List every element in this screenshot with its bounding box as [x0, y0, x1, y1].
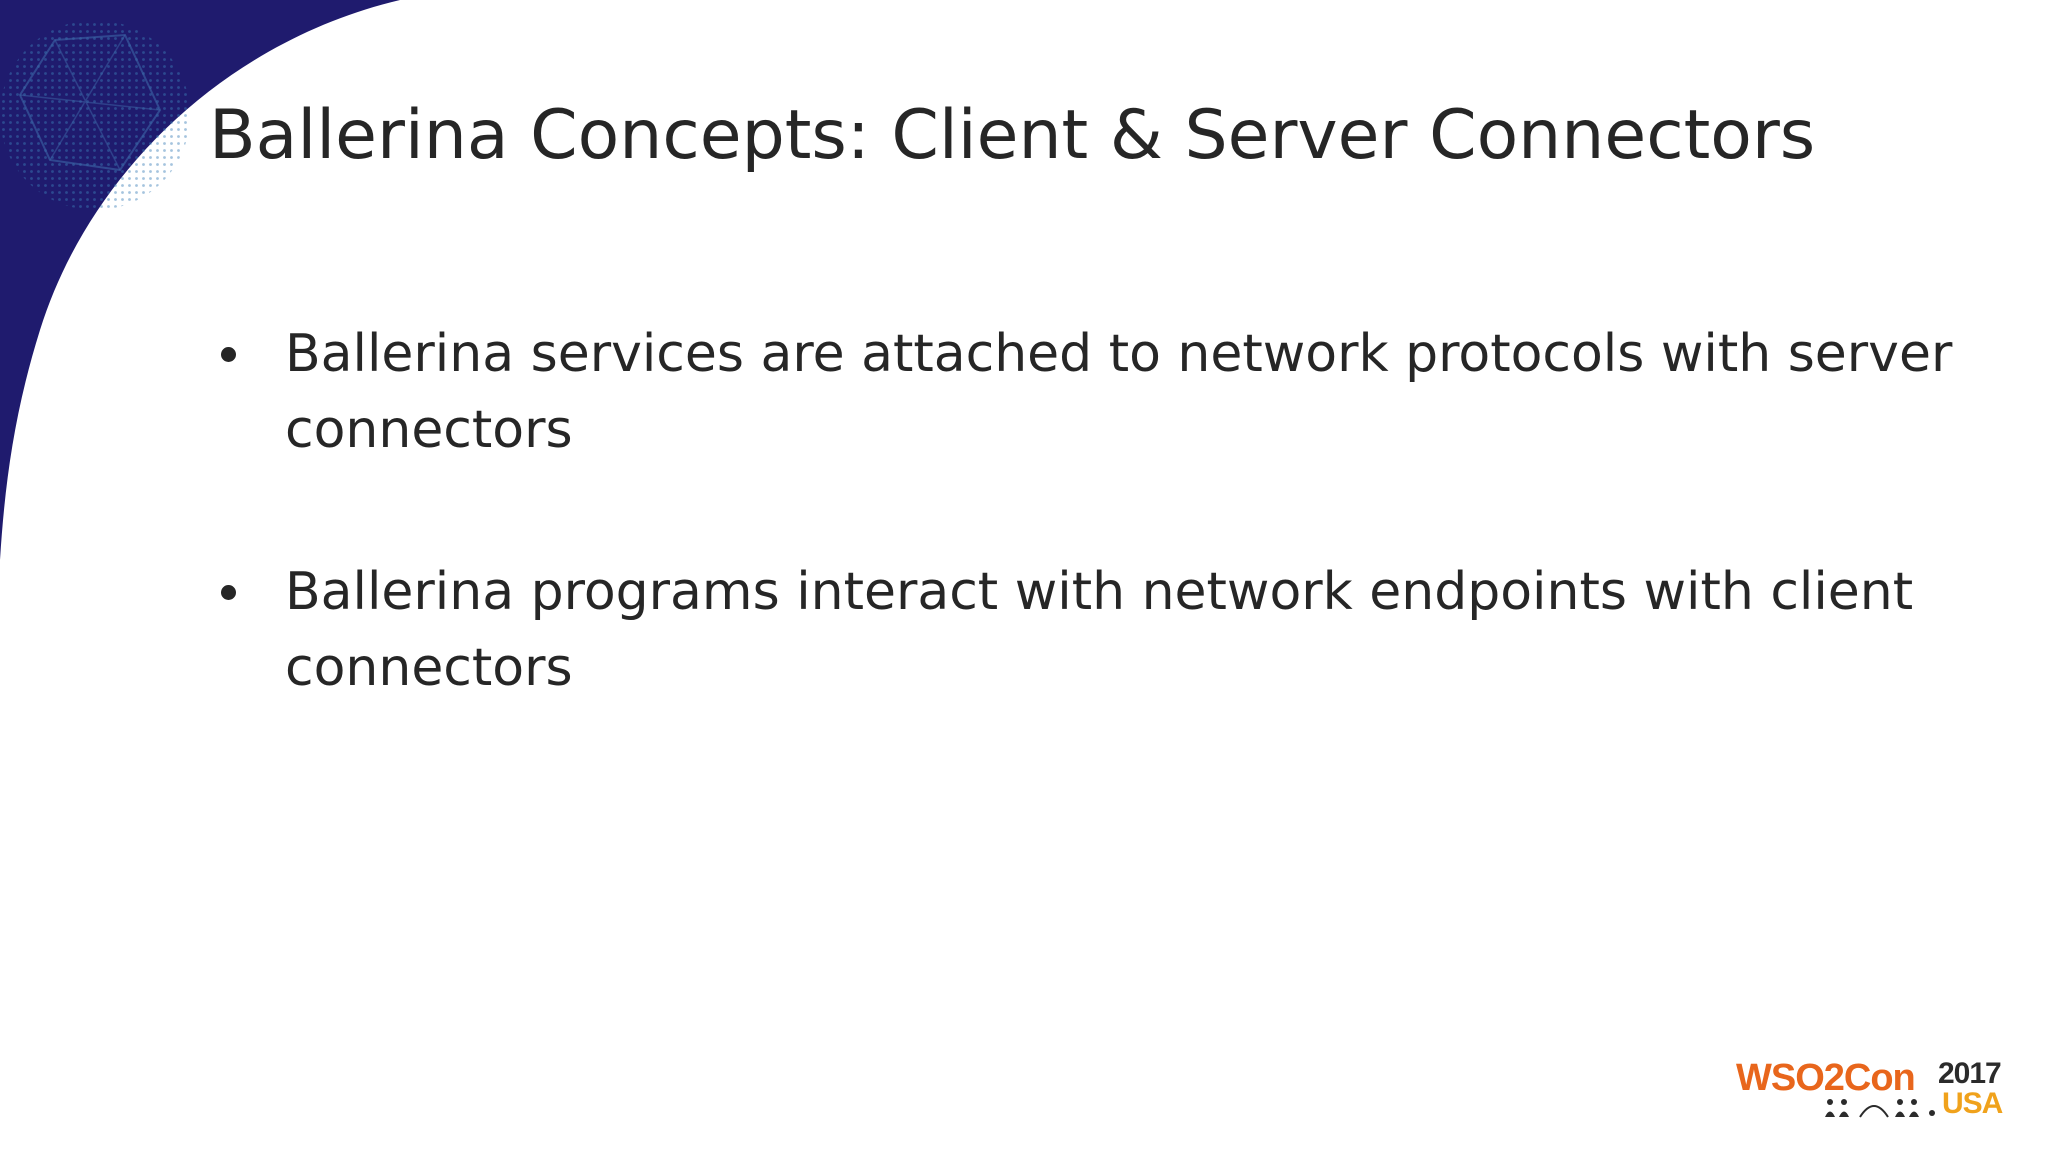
bullet-text: Ballerina services are attached to netwo…: [285, 324, 1953, 460]
people-icon: [1825, 1099, 1935, 1118]
bullet-dot-icon: [221, 585, 236, 600]
bullet-item: Ballerina programs interact with network…: [209, 554, 1969, 706]
corner-decoration: [0, 0, 400, 560]
globe-mesh-decoration: [0, 20, 190, 210]
logo-name: WSO2Con: [1736, 1057, 1916, 1099]
logo-region: USA: [1942, 1087, 2003, 1120]
wso2con-logo: WSO2Con 2017 USA: [1736, 1053, 2016, 1123]
logo-year: 2017: [1938, 1057, 2002, 1090]
bullet-text: Ballerina programs interact with network…: [285, 562, 1914, 698]
bullet-list: Ballerina services are attached to netwo…: [209, 316, 1969, 792]
bullet-item: Ballerina services are attached to netwo…: [209, 316, 1969, 468]
slide-title: Ballerina Concepts: Client & Server Conn…: [209, 96, 1816, 175]
bullet-dot-icon: [221, 347, 236, 362]
